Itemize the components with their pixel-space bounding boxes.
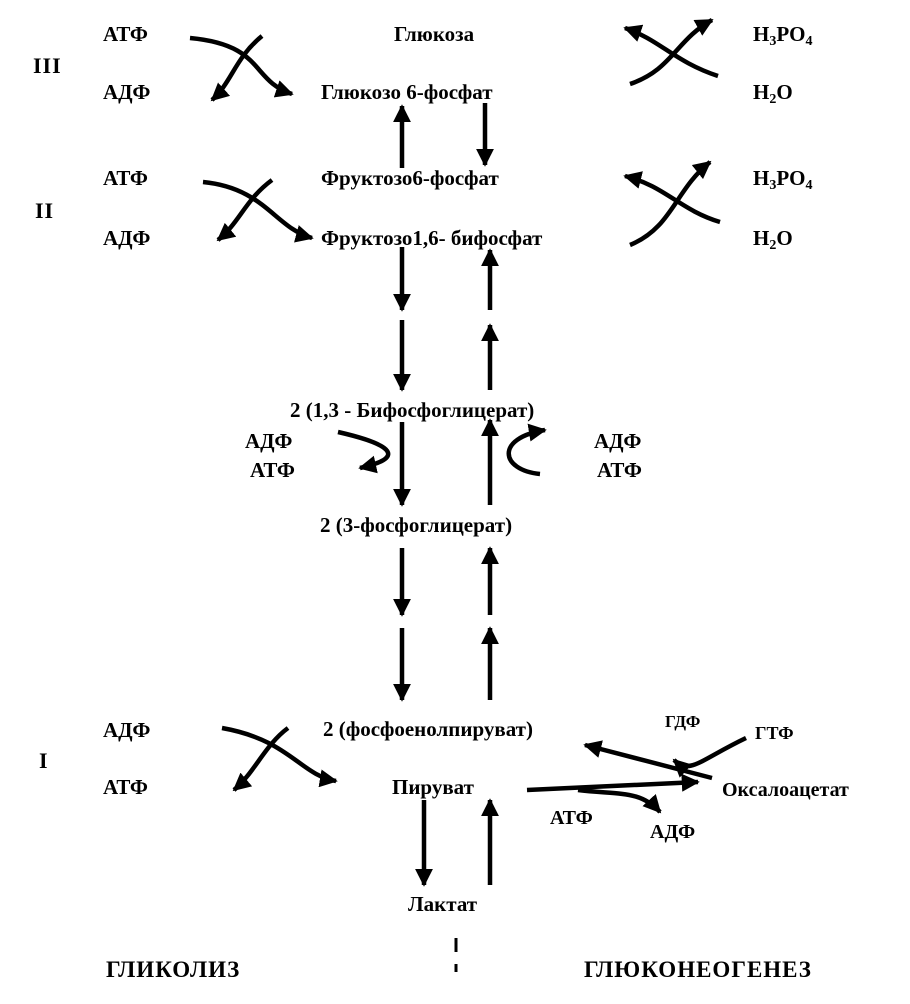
iii-adp-label: АДФ (103, 80, 151, 104)
phosphoenolpyruvate-label: 2 (фосфоенолпируват) (323, 717, 533, 741)
arrow-ii-to-adp (216, 178, 274, 242)
ii-h3po4-label: H3PO4 (753, 166, 813, 193)
oxaloacetate-label: Оксалоацетат (722, 779, 849, 801)
below-adp-label: АДФ (650, 821, 696, 843)
arrow-ii-to-f6p (623, 171, 721, 225)
arrow-gtp-to-gdp (672, 735, 747, 778)
mid-right-adp-label: АДФ (594, 429, 642, 453)
stage-label-ii: II (35, 198, 55, 223)
glucose-6-phosphate-label: Глюкозо 6-фосфат (321, 80, 493, 104)
arrow-atp-to-adp (577, 787, 662, 814)
ii-atp-label: АТФ (103, 166, 148, 190)
arrow-iii-to-h3po4 (629, 18, 714, 87)
gtp-label: ГТФ (755, 723, 794, 743)
ii-h2o-label: H2O (753, 226, 793, 253)
iii-h2o-label: H2O (753, 80, 793, 107)
arrow-iii-to-glucose (623, 24, 719, 79)
arrow-ii-atp-to-f16bp (202, 179, 314, 243)
i-atp-label: АТФ (103, 775, 148, 799)
glycolysis-label: ГЛИКОЛИЗ (106, 957, 241, 982)
stage-label-iii: III (33, 53, 62, 78)
fructose-6-phosphate-label: Фруктозо6-фосфат (321, 166, 499, 190)
ii-adp-label: АДФ (103, 226, 151, 250)
iii-h3po4-label: H3PO4 (753, 22, 813, 49)
arrow-mid-to-adp (506, 423, 547, 477)
gluconeogenesis-label: ГЛЮКОНЕОГЕНЕЗ (584, 957, 812, 982)
pyruvate-label: Пируват (392, 775, 474, 799)
mid-left-adp-label: АДФ (245, 429, 293, 453)
iii-atp-label: АТФ (103, 22, 148, 46)
arrow-pyruvate-to-oaa (526, 773, 700, 793)
3-phosphoglycerate-label: 2 (3-фосфоглицерат) (320, 513, 513, 537)
mid-left-atp-label: АТФ (250, 458, 295, 482)
arrow-iii-atp-to-g6p (189, 35, 294, 98)
arrow-i-to-atp (232, 726, 290, 792)
stage-label-i: I (39, 748, 49, 773)
below-atp-label: АТФ (550, 807, 593, 829)
i-adp-label: АДФ (103, 718, 151, 742)
glucose-label: Глюкоза (394, 22, 475, 46)
arrow-i-adp-to-pyruvate (221, 725, 338, 788)
arrow-ii-to-h3po4 (629, 160, 712, 248)
mid-right-atp-label: АТФ (597, 458, 642, 482)
fructose-1-6-bisphosphate-label: Фруктозо1,6- бифосфат (321, 226, 543, 250)
arrow-oaa-to-pep (583, 740, 713, 781)
gdp-label: ГДФ (665, 712, 701, 731)
arrow-mid-to-atp (337, 429, 391, 474)
bisphosphoglycerate-label: 2 (1,3 - Бифосфоглицерат) (290, 398, 535, 422)
lactate-label: Лактат (408, 892, 478, 916)
arrow-iii-to-adp (210, 34, 264, 102)
